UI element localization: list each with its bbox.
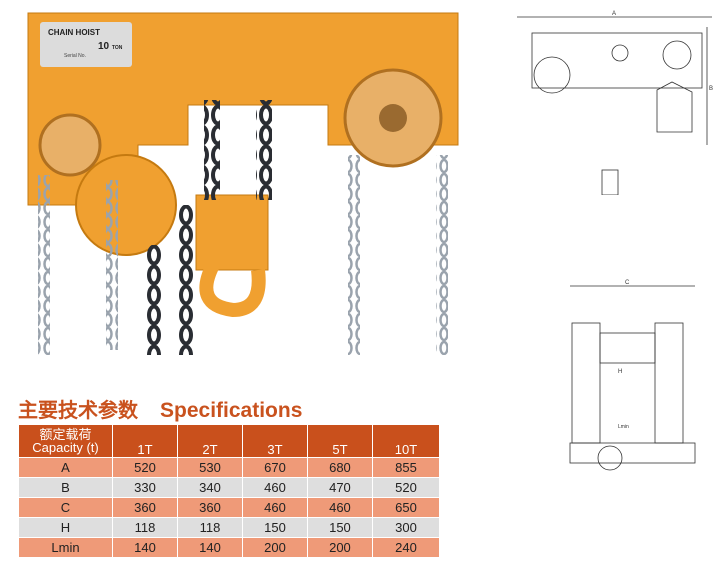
title-cn: 主要技术参数 (18, 400, 138, 422)
column-header: 3T (241, 424, 308, 458)
cell: 360 (176, 497, 243, 518)
cell: 680 (306, 457, 373, 478)
side-dimension-drawing: C H Lmin (569, 280, 696, 471)
cell: 530 (176, 457, 243, 478)
cell: 520 (371, 477, 441, 498)
nameplate-serial: Serial No. (64, 53, 86, 59)
cell: 300 (371, 517, 441, 538)
title-en: Specifications (160, 399, 303, 422)
cell: 200 (241, 537, 308, 558)
cell: 460 (241, 497, 308, 518)
dim-b-label: B (709, 86, 713, 92)
cell: 855 (371, 457, 441, 478)
row-label: A (18, 457, 113, 478)
cell: 150 (306, 517, 373, 538)
cell: 460 (241, 477, 308, 498)
cell: 330 (112, 477, 178, 498)
row-label: C (18, 497, 113, 518)
page-title: 主要技术参数 Specifications (18, 394, 302, 423)
column-header: 5T (306, 424, 373, 458)
cell: 520 (112, 457, 178, 478)
cell: 460 (306, 497, 373, 518)
nameplate-title: CHAIN HOIST (48, 28, 100, 37)
cell: 670 (241, 457, 308, 478)
dim-c-label: C (625, 280, 630, 286)
nameplate-capacity: 10 TON (98, 41, 123, 52)
cell: 240 (371, 537, 441, 558)
cell: 118 (176, 517, 243, 538)
dim-h-label: H (618, 369, 622, 375)
column-header: 1T (112, 424, 178, 458)
dim-lmin-label: Lmin (618, 424, 629, 430)
row-label: B (18, 477, 113, 498)
row-label: Lmin (18, 537, 113, 558)
dim-a-label: A (612, 11, 616, 17)
cell: 470 (306, 477, 373, 498)
chain-hoist-photo: CHAIN HOIST 10 TON Serial No. (27, 12, 459, 355)
cell: 140 (112, 537, 178, 558)
column-header: 10T (371, 424, 441, 458)
cell: 360 (112, 497, 178, 518)
cell: 140 (176, 537, 243, 558)
cell: 650 (371, 497, 441, 518)
cell: 200 (306, 537, 373, 558)
row-label: H (18, 517, 113, 538)
top-dimension-drawing: A B (517, 11, 713, 195)
cell: 150 (241, 517, 308, 538)
cell: 340 (176, 477, 243, 498)
column-header: 2T (176, 424, 243, 458)
cell: 118 (112, 517, 178, 538)
